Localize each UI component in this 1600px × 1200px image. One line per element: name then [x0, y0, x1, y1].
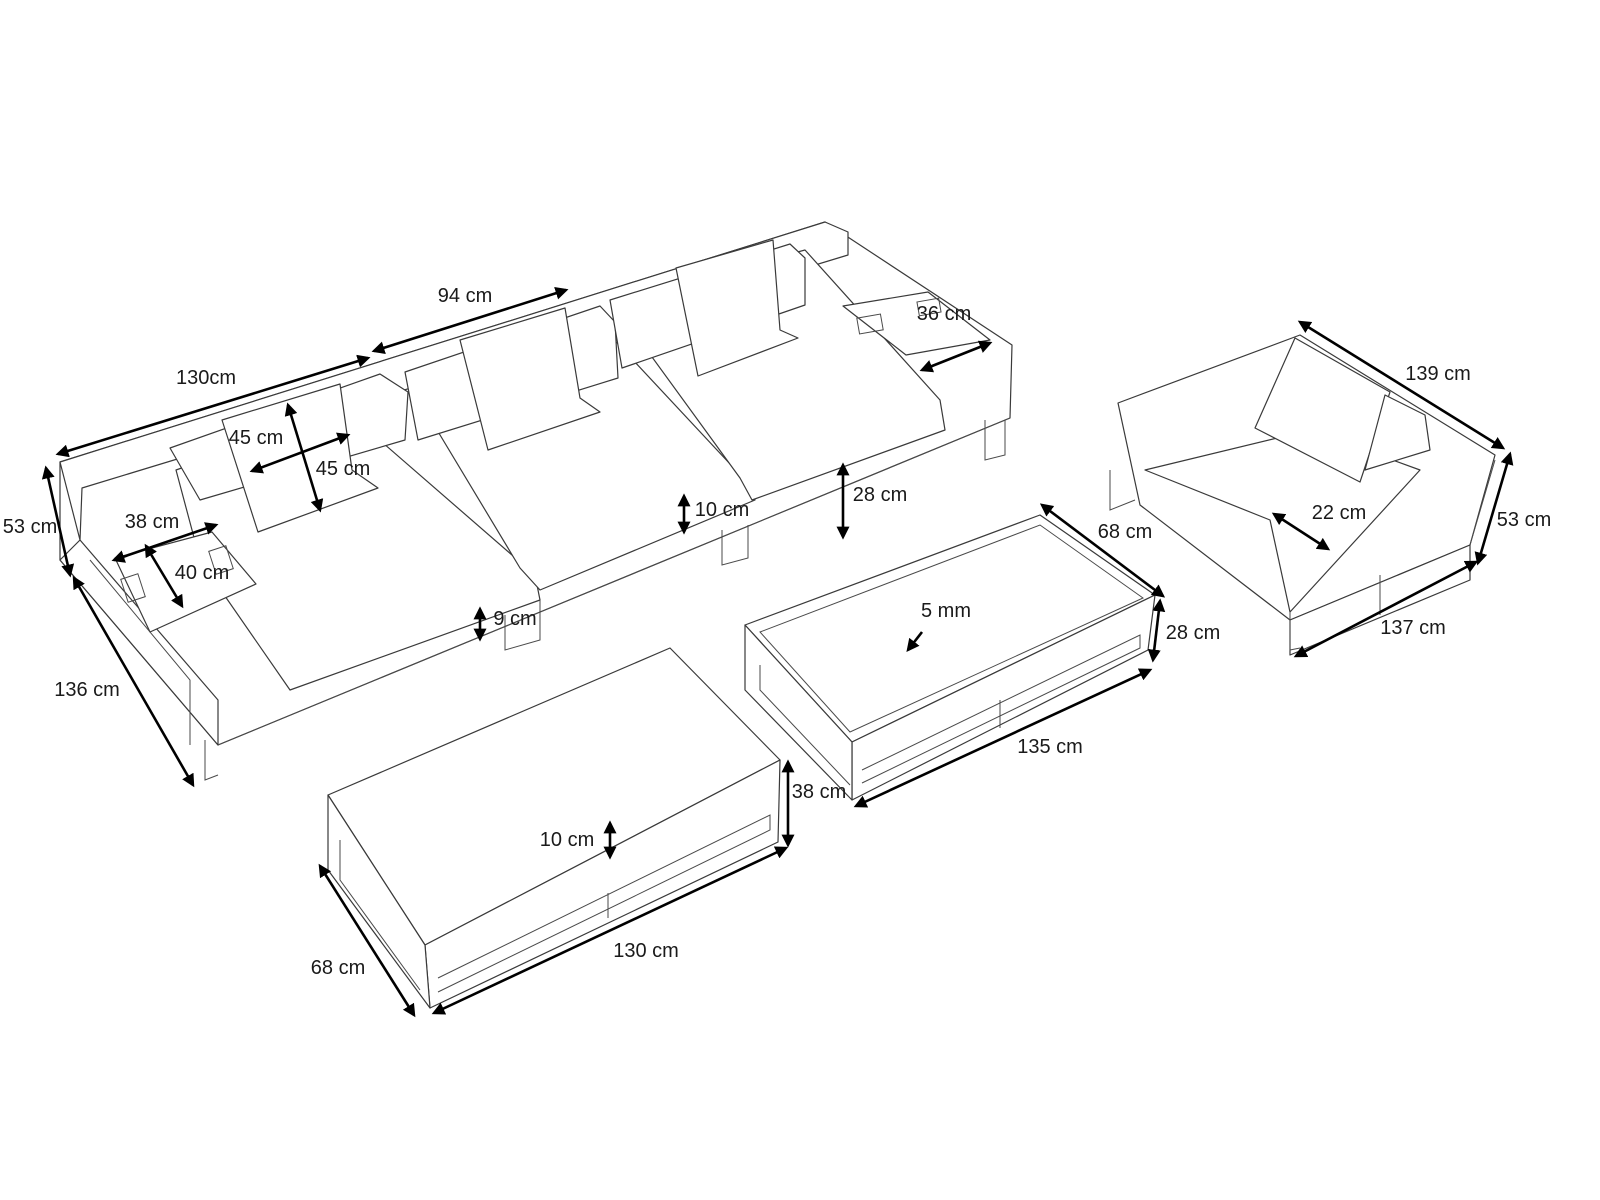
armchair-arm-label: 22 cm — [1311, 502, 1367, 524]
tray-depth-label: 40 cm — [174, 562, 230, 584]
sofa-side-table — [842, 291, 991, 356]
seat-height-label: 28 cm — [852, 484, 908, 506]
dimension-arrows — [41, 286, 1514, 1018]
cushion-height-label: 45 cm — [315, 458, 371, 480]
coffee-table-length-label: 135 cm — [1017, 736, 1083, 758]
ottoman-cushion-label: 10 cm — [539, 829, 595, 851]
sofa-length-left-label: 130cm — [175, 367, 237, 389]
coffee-table — [744, 514, 1156, 801]
ottoman-height-label: 38 cm — [791, 781, 847, 803]
armchair-length-label: 139 cm — [1405, 363, 1471, 385]
sofa-length-mid-label: 94 cm — [437, 285, 493, 307]
coffee-table-height-label: 28 cm — [1165, 622, 1221, 644]
ottoman-depth-label: 68 cm — [310, 957, 366, 979]
leg-height-label: 9 cm — [493, 608, 537, 630]
coffee-table-depth-label: 68 cm — [1097, 521, 1153, 543]
sofa-height-label: 53 cm — [2, 516, 58, 538]
seat-thickness-label: 10 cm — [694, 499, 750, 521]
armchair-height-label: 53 cm — [1496, 509, 1552, 531]
glass-thickness-label: 5 mm — [921, 600, 971, 622]
side-table-label: 36 cm — [916, 303, 972, 325]
cushion-width-label: 45 cm — [228, 427, 284, 449]
sofa-depth-label: 136 cm — [54, 679, 120, 701]
ottoman — [327, 647, 781, 1009]
armchair-depth-label: 137 cm — [1380, 617, 1446, 639]
coffee-table-left — [744, 624, 853, 801]
tray-width-label: 38 cm — [124, 511, 180, 533]
ottoman-length-label: 130 cm — [613, 940, 679, 962]
sofa-pillow-3 — [675, 239, 799, 377]
